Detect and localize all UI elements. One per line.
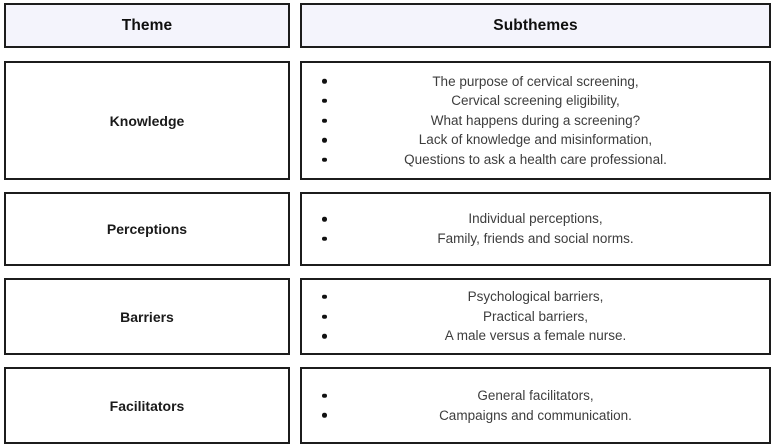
subthemes-header-label: Subthemes (493, 16, 578, 34)
theme-row: Perceptions Individual perceptions,Famil… (4, 192, 771, 266)
subtheme-item: Practical barriers, (308, 307, 763, 327)
theme-cell: Knowledge (4, 61, 290, 180)
theme-header-cell: Theme (4, 3, 290, 48)
subtheme-item: Individual perceptions, (308, 209, 763, 229)
theme-cell: Facilitators (4, 367, 290, 444)
subtheme-list: The purpose of cervical screening,Cervic… (308, 72, 763, 170)
subtheme-list: Psychological barriers,Practical barrier… (308, 287, 763, 346)
subtheme-item: What happens during a screening? (308, 111, 763, 131)
subtheme-item: Family, friends and social norms. (308, 229, 763, 249)
theme-row: Barriers Psychological barriers,Practica… (4, 278, 771, 355)
subthemes-cell: Psychological barriers,Practical barrier… (300, 278, 771, 355)
subtheme-item: Campaigns and communication. (308, 406, 763, 426)
theme-row: Knowledge The purpose of cervical screen… (4, 61, 771, 180)
subtheme-item: General facilitators, (308, 386, 763, 406)
subtheme-list: General facilitators,Campaigns and commu… (308, 386, 763, 425)
theme-label: Knowledge (109, 112, 185, 129)
subtheme-list: Individual perceptions,Family, friends a… (308, 209, 763, 248)
theme-cell: Perceptions (4, 192, 290, 266)
table-header-row: Theme Subthemes (4, 3, 771, 48)
subtheme-item: Questions to ask a health care professio… (308, 150, 763, 170)
subthemes-cell: General facilitators,Campaigns and commu… (300, 367, 771, 444)
theme-header-label: Theme (121, 16, 173, 34)
theme-row: Facilitators General facilitators,Campai… (4, 367, 771, 444)
theme-label: Perceptions (106, 221, 188, 237)
subtheme-item: A male versus a female nurse. (308, 326, 763, 346)
table-body: Knowledge The purpose of cervical screen… (4, 61, 771, 444)
theme-label: Facilitators (109, 397, 185, 414)
subtheme-item: Psychological barriers, (308, 287, 763, 307)
subtheme-item: Lack of knowledge and misinformation, (308, 130, 763, 150)
subtheme-item: The purpose of cervical screening, (308, 72, 763, 92)
subtheme-item: Cervical screening eligibility, (308, 91, 763, 111)
theme-label: Barriers (120, 308, 174, 325)
subthemes-cell: The purpose of cervical screening,Cervic… (300, 61, 771, 180)
subthemes-header-cell: Subthemes (300, 3, 771, 48)
theme-cell: Barriers (4, 278, 290, 355)
subthemes-cell: Individual perceptions,Family, friends a… (300, 192, 771, 266)
